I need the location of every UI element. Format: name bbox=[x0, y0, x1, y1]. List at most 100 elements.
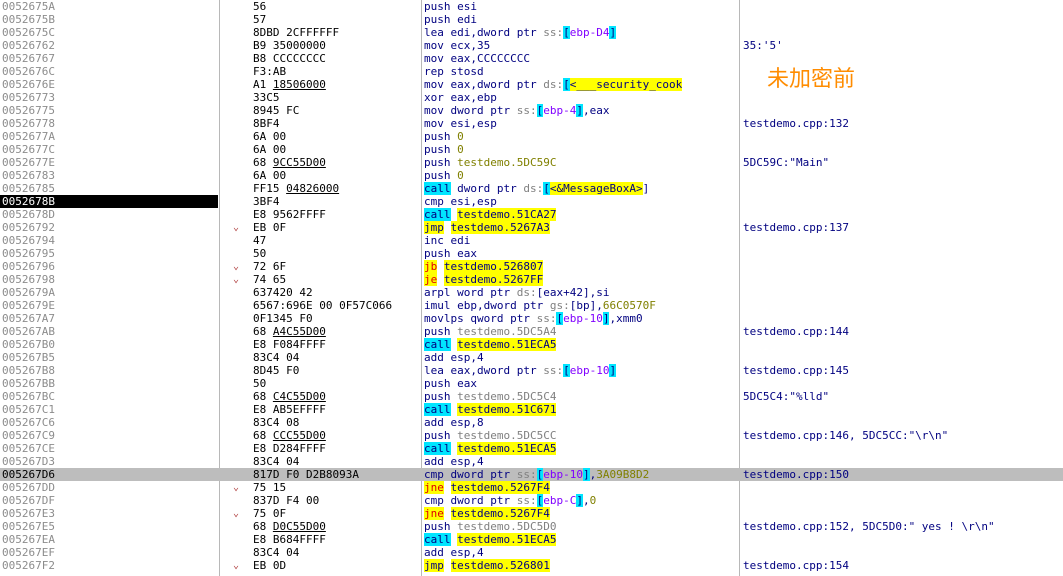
disassembly-cell: jne testdemo.5267F4 bbox=[424, 481, 550, 494]
disassembly-cell: jmp testdemo.5267A3 bbox=[424, 221, 550, 234]
bytes-cell: EB 0D bbox=[253, 559, 287, 572]
bytes-cell: 68 9CC55D00 bbox=[253, 156, 326, 169]
bytes-cell: B9 35000000 bbox=[253, 39, 326, 52]
address-cell: 005267AB bbox=[2, 325, 55, 338]
instruction-row[interactable]: 005267C1 E8 AB5EFFFF call testdemo.51C671 bbox=[0, 403, 1063, 416]
jump-arrow-icon[interactable]: ⌄ bbox=[233, 560, 240, 571]
instruction-row[interactable]: 0052679A 637420 42 arpl word ptr ds:[eax+4… bbox=[0, 286, 1063, 299]
disassembly-cell: push testdemo.5DC5C4 bbox=[424, 390, 557, 403]
disassembly-cell: call dword ptr ds:[<&MessageBoxA>] bbox=[424, 182, 650, 195]
bytes-cell: FF15 04826000 bbox=[253, 182, 340, 195]
address-cell: 0052675C bbox=[2, 26, 55, 39]
bytes-cell: E8 AB5EFFFF bbox=[253, 403, 326, 416]
address-cell: 005267DF bbox=[2, 494, 55, 507]
bytes-cell: EB 0F bbox=[253, 221, 287, 234]
bytes-cell: 637420 42 bbox=[253, 286, 313, 299]
bytes-cell: 57 bbox=[253, 13, 267, 26]
disassembly-cell: imul ebp,dword ptr gs:[bp],66C0570F bbox=[424, 299, 656, 312]
jump-arrow-icon[interactable]: ⌄ bbox=[233, 261, 240, 272]
bytes-cell: 75 15 bbox=[253, 481, 287, 494]
disassembly-cell: movlps qword ptr ss:[ebp-10],xmm0 bbox=[424, 312, 643, 325]
bytes-cell: 50 bbox=[253, 377, 267, 390]
address-cell: 00526792 bbox=[2, 221, 55, 234]
bytes-cell: 837D F4 00 bbox=[253, 494, 320, 507]
bytes-cell: 6A 00 bbox=[253, 130, 287, 143]
bytes-cell: 6A 00 bbox=[253, 143, 287, 156]
address-cell: 005267C1 bbox=[2, 403, 55, 416]
bytes-cell: 6A 00 bbox=[253, 169, 287, 182]
bytes-cell: E8 D284FFFF bbox=[253, 442, 326, 455]
address-cell: 0052676E bbox=[2, 78, 55, 91]
jump-arrow-icon[interactable]: ⌄ bbox=[233, 508, 240, 519]
disassembly-cell: jb testdemo.526807 bbox=[424, 260, 544, 273]
bytes-cell: E8 9562FFFF bbox=[253, 208, 326, 221]
disassembly-cell: arpl word ptr ds:[eax+42],si bbox=[424, 286, 610, 299]
address-cell: 0052675A bbox=[2, 0, 55, 13]
jump-arrow-icon[interactable]: ⌄ bbox=[233, 222, 240, 233]
address-cell: 0052677A bbox=[2, 130, 55, 143]
comment-cell: testdemo.cpp:132 bbox=[743, 117, 849, 130]
address-cell: 005267A7 bbox=[2, 312, 55, 325]
address-cell: 00526775 bbox=[2, 104, 55, 117]
disassembly-cell: inc edi bbox=[424, 234, 471, 247]
disassembly-cell: call testdemo.51C671 bbox=[424, 403, 557, 416]
comment-cell: testdemo.cpp:144 bbox=[743, 325, 849, 338]
disassembly-cell: lea edi,dword ptr ss:[ebp-D4] bbox=[424, 26, 617, 39]
bytes-cell: 83C4 04 bbox=[253, 455, 300, 468]
address-cell: 0052679A bbox=[2, 286, 55, 299]
address-cell: 005267D6 bbox=[2, 468, 55, 481]
bytes-cell: 8BF4 bbox=[253, 117, 280, 130]
bytes-cell: 6567:696E 00 0F57C066 bbox=[253, 299, 393, 312]
jump-arrow-icon[interactable]: ⌄ bbox=[233, 274, 240, 285]
bytes-cell: 83C4 08 bbox=[253, 416, 300, 429]
bytes-cell: 817D F0 D2B8093A bbox=[253, 468, 359, 481]
bytes-cell: 8D45 F0 bbox=[253, 364, 300, 377]
bytes-cell: 68 CCC55D00 bbox=[253, 429, 326, 442]
address-cell: 005267C6 bbox=[2, 416, 55, 429]
jump-arrow-icon[interactable]: ⌄ bbox=[233, 482, 240, 493]
